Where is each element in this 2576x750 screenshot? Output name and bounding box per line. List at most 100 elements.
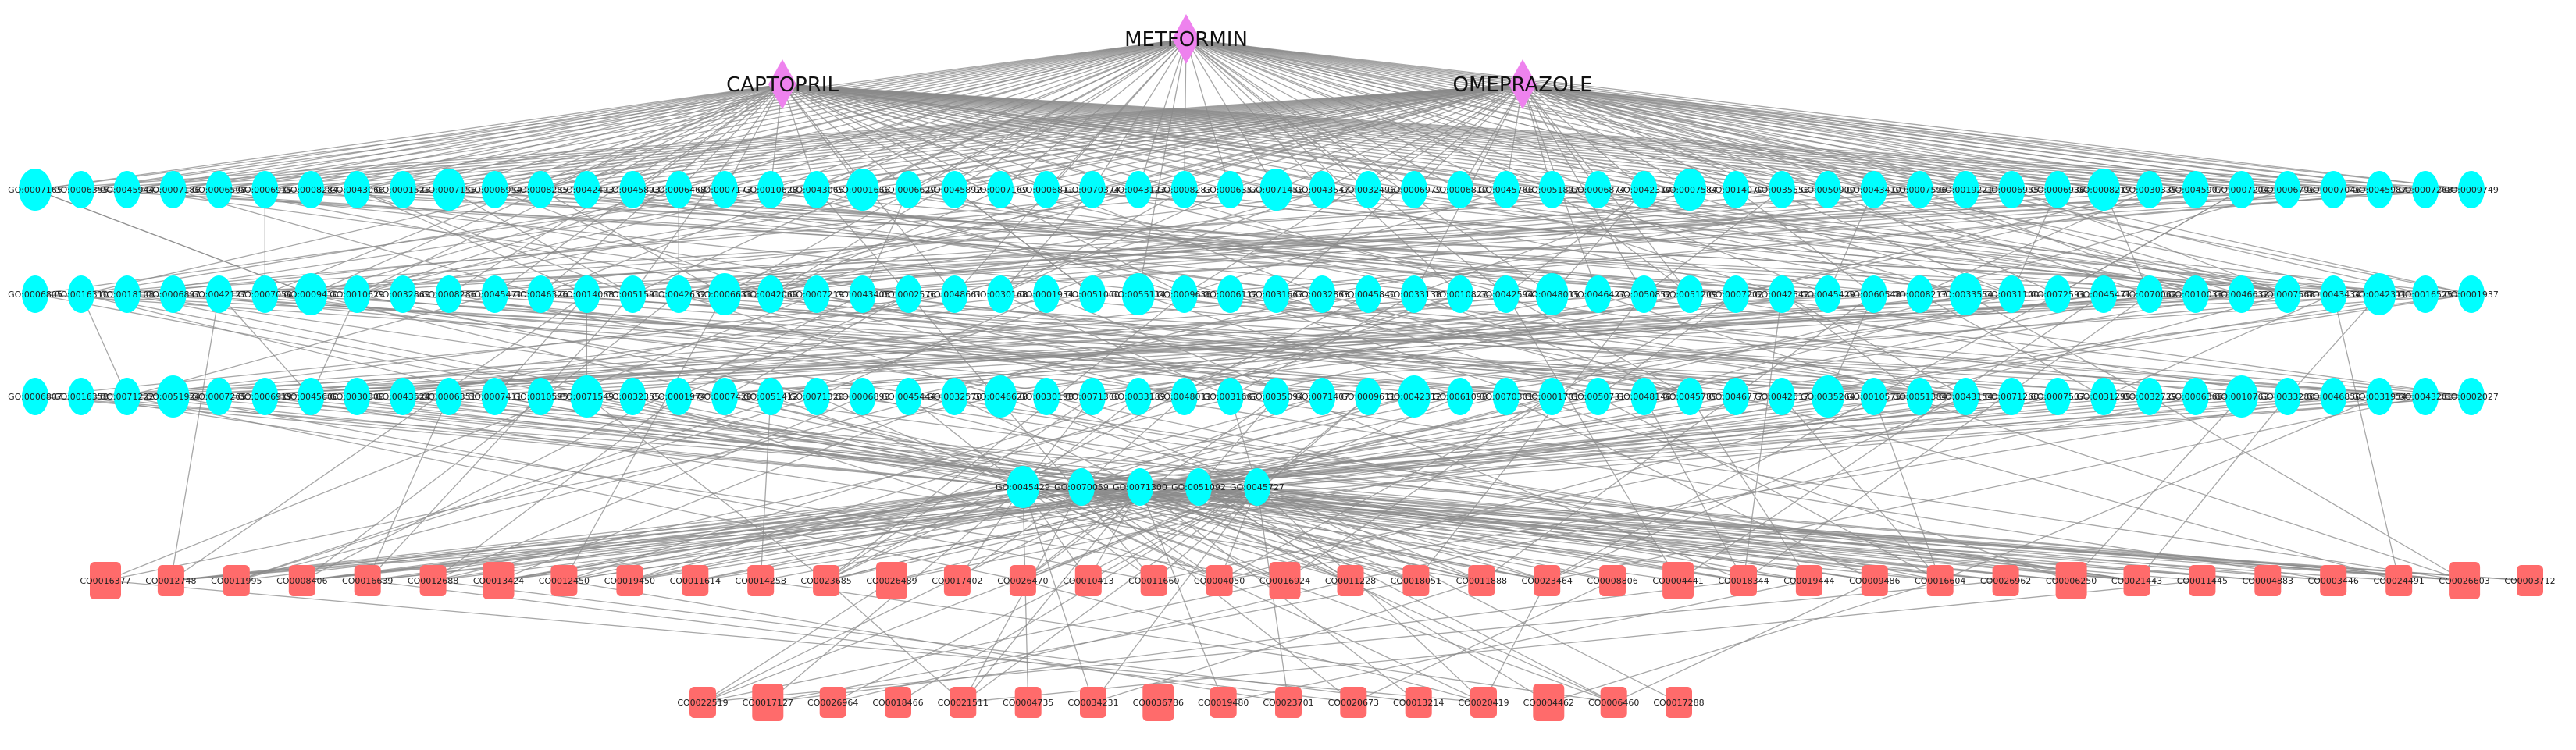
process-node[interactable]: GO:0051000 [1065,275,1120,313]
process-node[interactable]: GO:0046628 [973,375,1028,418]
target-node[interactable]: CO0004883 [2243,565,2293,596]
process-node[interactable]: GO:0051591 [605,275,660,313]
target-node[interactable]: CO0012450 [539,565,590,596]
process-node[interactable]: GO:0001666 [836,169,890,211]
process-node[interactable]: GO:0042311 [2352,273,2407,315]
target-node[interactable]: CO0026489 [866,562,917,599]
process-node[interactable]: GO:0042127 [192,275,247,313]
process-node[interactable]: GO:0033554 [1939,273,1993,315]
target-node[interactable]: CO0013214 [1393,687,1444,718]
target-node[interactable]: CO0012688 [408,565,458,596]
process-node[interactable]: GO:0007219 [789,275,844,313]
process-node[interactable]: GO:0016310 [54,275,109,313]
process-node[interactable]: GO:0045840 [1341,275,1395,313]
process-node[interactable]: GO:0045987 [2352,171,2407,208]
process-node[interactable]: GO:0002576 [882,275,936,313]
process-node[interactable]: GO:0042312 [1387,375,1441,418]
process-node[interactable]: GO:0031667 [1249,275,1304,313]
process-node[interactable]: GO:0007173 [697,171,752,208]
process-node[interactable]: GO:0071300 [1113,468,1167,506]
process-node[interactable]: GO:0006807 [8,378,62,415]
process-node[interactable]: GO:0033280 [2261,378,2315,415]
target-node[interactable]: CO0016604 [1915,565,1965,596]
process-node[interactable]: GO:0006915 [237,171,292,208]
process-node[interactable]: GO:0014070 [1708,171,1763,208]
process-node[interactable]: GO:0042594 [1479,275,1534,313]
process-node[interactable]: GO:0016358 [54,378,109,415]
process-node[interactable]: GO:0001934 [1019,275,1074,313]
target-node[interactable]: CO0022519 [677,687,729,718]
process-node[interactable]: GO:0048661 [928,275,982,313]
target-node[interactable]: CO0006460 [1588,687,1639,718]
target-node[interactable]: CO0011614 [670,565,721,596]
process-node[interactable]: GO:0010827 [1433,275,1488,313]
process-node[interactable]: GO:0009636 [1157,275,1212,313]
process-node[interactable]: GO:0007507 [2030,378,2085,415]
process-node[interactable]: GO:0010575 [1847,378,1901,415]
process-node[interactable]: GO:0007204 [2214,171,2269,208]
process-node[interactable]: GO:0006897 [146,275,201,313]
process-node[interactable]: GO:0006898 [836,378,890,415]
process-node[interactable]: GO:0045471 [468,275,522,313]
process-node[interactable]: GO:0008217 [1893,275,1947,313]
process-node[interactable]: GO:0006919 [237,378,292,415]
process-node[interactable]: GO:0009749 [2444,171,2499,208]
process-node[interactable]: GO:0033189 [1111,378,1166,415]
process-node[interactable]: GO:0051897 [1525,171,1580,208]
process-node[interactable]: GO:0007202 [1708,275,1763,313]
process-node[interactable]: GO:0031295 [2076,378,2131,415]
target-node[interactable]: CO0011888 [1456,565,1507,596]
target-node[interactable]: CO0021443 [2111,565,2162,596]
process-node[interactable]: GO:0006112 [1203,275,1258,313]
process-node[interactable]: GO:0051412 [743,378,798,415]
process-node[interactable]: GO:0050852 [1617,275,1672,313]
process-node[interactable]: GO:0070301 [1479,378,1534,415]
process-node[interactable]: GO:0009410 [283,273,338,315]
target-node[interactable]: CO0018466 [872,687,924,718]
process-node[interactable]: GO:0045766 [1479,171,1534,208]
process-node[interactable]: GO:0055114 [1111,273,1166,315]
process-node[interactable]: GO:0071260 [1984,378,2039,415]
target-node[interactable]: CO0016924 [1259,562,1310,599]
process-node[interactable]: GO:0006810 [1433,171,1488,208]
process-node[interactable]: GO:0006355 [54,171,109,208]
process-node[interactable]: GO:0007411 [468,378,522,415]
target-node[interactable]: CO0019444 [1783,565,1835,596]
target-node[interactable]: CO0010413 [1063,565,1113,596]
process-node[interactable]: GO:0008284 [283,171,338,208]
process-node[interactable]: GO:0061098 [1433,378,1488,415]
target-node[interactable]: CO0011660 [1128,565,1179,596]
process-node[interactable]: GO:0070059 [1054,468,1109,506]
target-node[interactable]: CO0012748 [145,565,197,596]
process-node[interactable]: GO:0042493 [560,171,615,208]
process-node[interactable]: GO:0042632 [651,275,706,313]
process-node[interactable]: GO:0071300 [1065,378,1120,415]
process-node[interactable]: GO:0043154 [1939,378,1993,415]
target-node[interactable]: CO0003712 [2504,565,2556,596]
target-node[interactable]: CO0026470 [997,565,1049,596]
process-node[interactable]: GO:0007568 [2261,275,2315,313]
target-node[interactable]: CO0019480 [1198,687,1249,718]
target-node[interactable]: CO0016377 [80,562,131,599]
process-node[interactable]: GO:0072593 [2030,275,2085,313]
process-node[interactable]: GO:0008285 [514,171,568,208]
process-node[interactable]: GO:0030198 [1019,378,1074,415]
process-node[interactable]: GO:0007155 [422,169,476,211]
process-node[interactable]: GO:0046777 [1708,378,1763,415]
process-node[interactable]: GO:0043524 [376,378,430,415]
process-node[interactable]: GO:0045600 [283,378,338,415]
process-node[interactable]: GO:0007169 [973,171,1028,208]
process-node[interactable]: GO:0032355 [605,378,660,415]
target-node[interactable]: CO0023685 [800,565,852,596]
process-node[interactable]: GO:0045893 [605,171,660,208]
target-node[interactable]: CO0003446 [2308,565,2359,596]
target-node[interactable]: CO0026964 [807,687,858,718]
process-node[interactable]: GO:0008283 [1157,171,1212,208]
process-node[interactable]: GO:0051209 [1662,275,1717,313]
process-node[interactable]: GO:0007268 [2398,171,2453,208]
process-node[interactable]: GO:0006351 [422,378,476,415]
target-node[interactable]: CO0036786 [1133,684,1184,721]
process-node[interactable]: GO:0006633 [697,273,752,315]
process-node[interactable]: GO:0007050 [237,275,292,313]
process-node[interactable]: GO:0031954 [2352,378,2407,415]
